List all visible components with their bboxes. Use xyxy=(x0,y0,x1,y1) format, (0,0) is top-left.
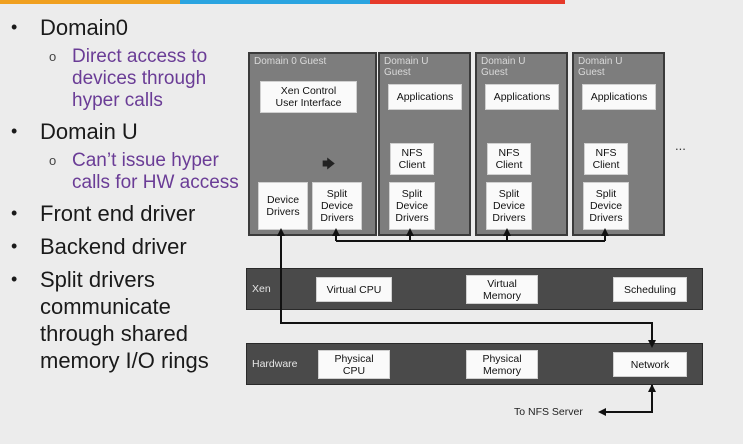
domain0-title: Domain 0 Guest xyxy=(254,56,327,67)
bullet-domain0-text: Domain0 xyxy=(40,15,129,40)
virtual-cpu-box: Virtual CPU xyxy=(316,277,392,302)
domainu-title: Domain U Guest xyxy=(578,56,623,78)
domu-split-drivers-box: Split Device Drivers xyxy=(389,182,435,230)
network-to-nfs-line xyxy=(598,385,653,416)
bullet-list: • Domain0 o Direct access to devices thr… xyxy=(8,14,244,374)
sub-bullet-circle-icon: o xyxy=(49,153,57,168)
virtual-memory-box: Virtual Memory xyxy=(466,275,538,304)
sub-bullet-domain0-text: Direct access to devices through hyper c… xyxy=(72,46,208,111)
bullet-frontend: • Front end driver xyxy=(8,200,244,227)
applications-box: Applications xyxy=(388,84,462,110)
sub-bullet-circle-icon: o xyxy=(49,49,57,64)
bullet-domainu: • Domain U xyxy=(8,118,244,145)
sub-bullet-domainu-text: Can’t issue hyper calls for HW access xyxy=(72,150,239,193)
domainu-guest-3: Domain U Guest Applications NFS Client S… xyxy=(572,52,665,236)
device-drivers-box: Device Drivers xyxy=(258,182,308,230)
domain0-guest: Domain 0 Guest Xen Control User Interfac… xyxy=(248,52,377,236)
bullet-dot-icon: • xyxy=(11,269,18,289)
nfs-server-label: To NFS Server xyxy=(514,406,583,418)
domainu-guest-2: Domain U Guest Applications NFS Client S… xyxy=(475,52,568,236)
bullet-frontend-text: Front end driver xyxy=(40,201,196,226)
more-domains-ellipsis: ... xyxy=(675,138,686,153)
network-box: Network xyxy=(613,352,687,377)
sub-bullet-domain0: o Direct access to devices through hyper… xyxy=(8,46,244,112)
accent-bar-blue xyxy=(180,0,370,4)
bullet-backend-text: Backend driver xyxy=(40,234,187,259)
domu-split-drivers-box: Split Device Drivers xyxy=(583,182,629,230)
bullet-dot-icon: • xyxy=(11,236,18,256)
domainu-guest-1: Domain U Guest Applications NFS Client S… xyxy=(378,52,471,236)
physical-memory-box: Physical Memory xyxy=(466,350,538,379)
accent-bar-red xyxy=(370,0,565,4)
nfs-client-box: NFS Client xyxy=(584,143,628,175)
mouse-pointer-icon: 🡆 xyxy=(322,156,336,171)
domainu-title: Domain U Guest xyxy=(384,56,429,78)
bullet-backend: • Backend driver xyxy=(8,233,244,260)
driver-to-network-line xyxy=(280,235,656,348)
applications-box: Applications xyxy=(582,84,656,110)
accent-bar-orange xyxy=(0,0,180,4)
domainu-title: Domain U Guest xyxy=(481,56,526,78)
bullet-split-text: Split drivers communicate through shared… xyxy=(40,267,209,373)
bullet-dot-icon: • xyxy=(11,121,18,141)
bullet-dot-icon: • xyxy=(11,203,18,223)
bullet-domainu-text: Domain U xyxy=(40,119,138,144)
hardware-layer: Hardware Physical CPU Physical Memory Ne… xyxy=(246,343,703,385)
dom0-split-drivers-box: Split Device Drivers xyxy=(312,182,362,230)
scheduling-box: Scheduling xyxy=(613,277,687,302)
bullet-domain0: • Domain0 xyxy=(8,14,244,41)
bullet-split: • Split drivers communicate through shar… xyxy=(8,266,244,374)
xen-control-ui-box: Xen Control User Interface xyxy=(260,81,357,113)
sub-bullet-domainu: o Can’t issue hyper calls for HW access xyxy=(8,150,244,194)
hardware-label: Hardware xyxy=(252,358,298,370)
applications-box: Applications xyxy=(485,84,559,110)
bullet-dot-icon: • xyxy=(11,17,18,37)
xen-layer: Xen Virtual CPU Virtual Memory Schedulin… xyxy=(246,268,703,310)
physical-cpu-box: Physical CPU xyxy=(318,350,390,379)
nfs-client-box: NFS Client xyxy=(487,143,531,175)
xen-label: Xen xyxy=(252,283,271,295)
nfs-client-box: NFS Client xyxy=(390,143,434,175)
domu-split-drivers-box: Split Device Drivers xyxy=(486,182,532,230)
